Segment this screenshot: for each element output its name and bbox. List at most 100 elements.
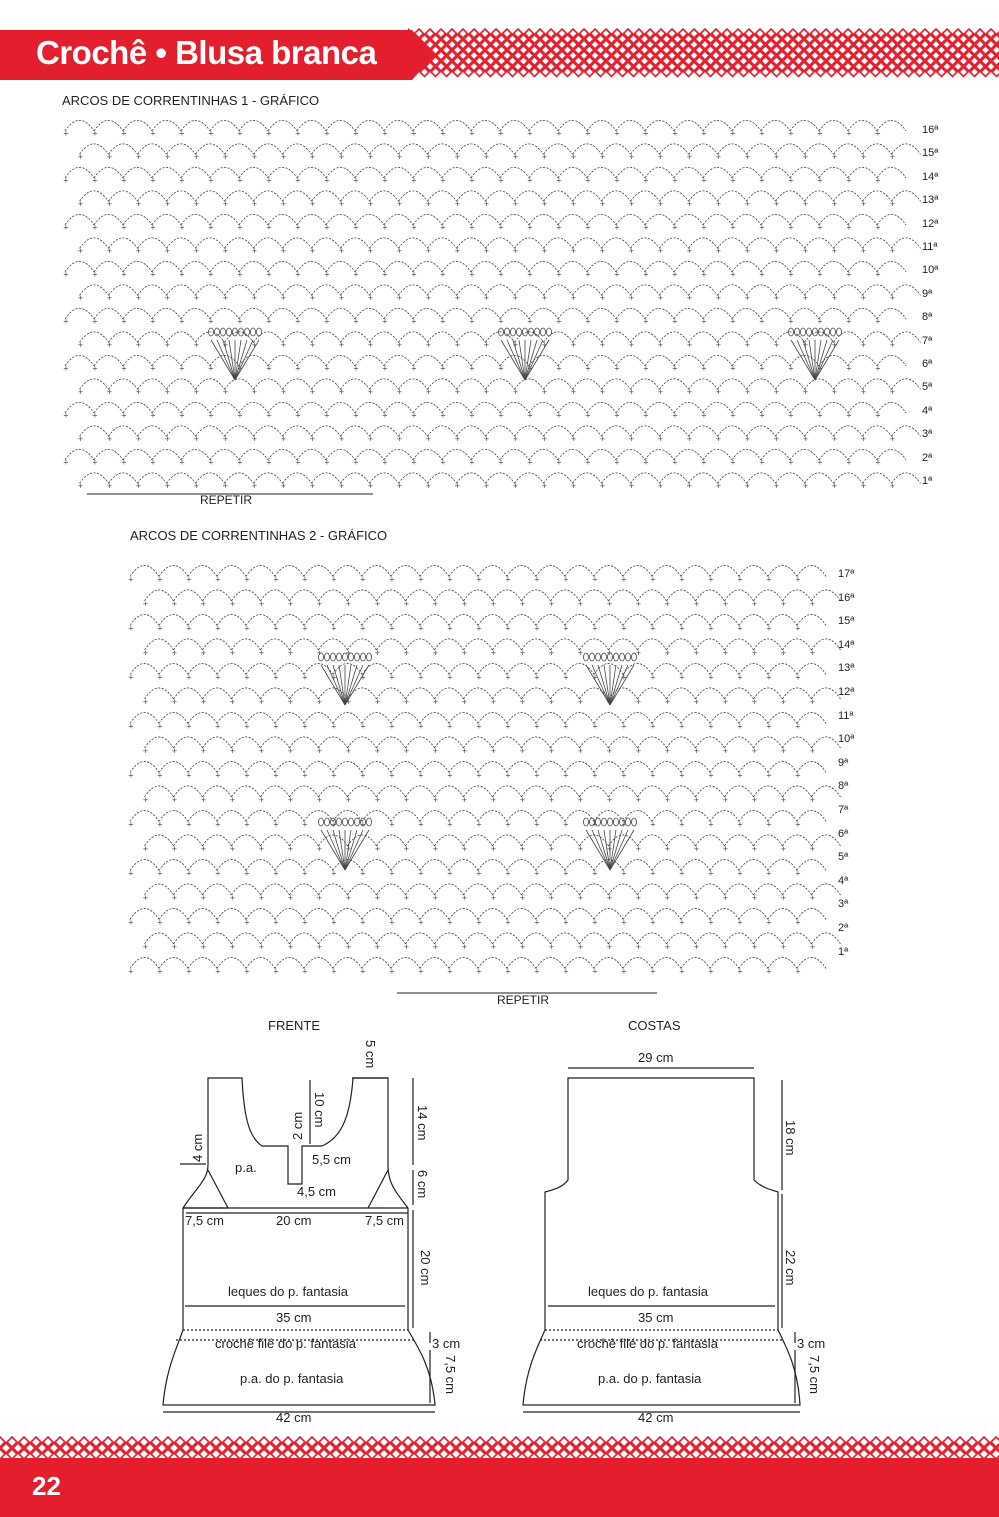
svg-text:+: + (600, 200, 606, 208)
svg-text:+: + (549, 894, 555, 902)
svg-text:+: + (288, 943, 294, 951)
svg-text:+: + (774, 435, 780, 443)
svg-text:+: + (273, 722, 279, 730)
svg-text:+: + (672, 412, 678, 420)
svg-text:+: + (281, 294, 287, 302)
svg-text:+: + (295, 459, 301, 467)
svg-text:+: + (788, 224, 794, 232)
svg-text:+: + (310, 294, 316, 302)
svg-text:+: + (498, 224, 504, 232)
svg-text:+: + (810, 796, 816, 804)
svg-text:+: + (281, 200, 287, 208)
svg-text:+: + (252, 200, 258, 208)
svg-text:+: + (310, 435, 316, 443)
svg-text:+: + (788, 412, 794, 420)
svg-text:+: + (331, 918, 337, 926)
svg-text:+: + (281, 388, 287, 396)
svg-text:+: + (585, 412, 591, 420)
svg-text:+: + (433, 747, 439, 755)
svg-text:+: + (774, 388, 780, 396)
svg-text:+: + (520, 943, 526, 951)
svg-text:+: + (708, 722, 714, 730)
svg-text:+: + (404, 600, 410, 608)
svg-text:+: + (614, 318, 620, 326)
svg-text:+: + (353, 412, 359, 420)
chart1-title: ARCOS DE CORRENTINHAS 1 - GRÁFICO (62, 93, 320, 108)
svg-text:+: + (397, 388, 403, 396)
svg-text:+: + (92, 224, 98, 232)
svg-text:+: + (484, 388, 490, 396)
svg-text:+: + (172, 943, 178, 951)
svg-text:+: + (150, 271, 156, 279)
svg-text:+: + (353, 459, 359, 467)
svg-text:+: + (737, 771, 743, 779)
chart1-row-label: 10ª (922, 264, 939, 277)
svg-text:+: + (679, 673, 685, 681)
svg-text:+: + (803, 388, 809, 396)
svg-text:+: + (150, 412, 156, 420)
svg-text:+: + (795, 673, 801, 681)
svg-text:+: + (418, 869, 424, 877)
svg-text:+: + (469, 177, 475, 185)
svg-text:+: + (397, 153, 403, 161)
svg-text:+: + (890, 247, 896, 255)
svg-text:+: + (549, 649, 555, 657)
svg-text:+: + (426, 200, 432, 208)
svg-text:+: + (179, 459, 185, 467)
svg-text:+: + (614, 177, 620, 185)
svg-text:+: + (128, 869, 134, 877)
svg-text:+: + (600, 388, 606, 396)
svg-text:+: + (440, 177, 446, 185)
svg-text:+: + (520, 894, 526, 902)
svg-text:+: + (223, 247, 229, 255)
chart1-row-label: 1ª (922, 475, 933, 487)
svg-text:+: + (447, 918, 453, 926)
svg-text:+: + (701, 412, 707, 420)
svg-text:+: + (223, 388, 229, 396)
svg-text:+: + (534, 771, 540, 779)
svg-text:+: + (382, 130, 388, 138)
svg-text:+: + (759, 271, 765, 279)
svg-text:+: + (382, 318, 388, 326)
svg-text:+: + (534, 722, 540, 730)
svg-text:+: + (295, 130, 301, 138)
chart1-row-label: 15ª (922, 147, 939, 160)
svg-text:+: + (571, 482, 577, 490)
svg-text:+: + (462, 894, 468, 902)
svg-text:+: + (650, 771, 656, 779)
svg-text:+: + (324, 459, 330, 467)
svg-text:+: + (397, 482, 403, 490)
svg-text:+: + (745, 388, 751, 396)
svg-text:+: + (331, 575, 337, 583)
svg-text:+: + (259, 943, 265, 951)
svg-text:+: + (861, 247, 867, 255)
svg-text:+: + (795, 967, 801, 975)
svg-text:+: + (259, 600, 265, 608)
svg-text:+: + (397, 435, 403, 443)
svg-text:+: + (795, 918, 801, 926)
svg-text:+: + (397, 200, 403, 208)
svg-text:+: + (708, 624, 714, 632)
svg-text:+: + (353, 271, 359, 279)
svg-text:+: + (136, 435, 142, 443)
svg-text:+: + (92, 130, 98, 138)
svg-text:+: + (346, 747, 352, 755)
svg-text:+: + (629, 294, 635, 302)
svg-text:+: + (730, 271, 736, 279)
svg-text:+: + (128, 820, 134, 828)
svg-text:+: + (281, 482, 287, 490)
svg-text:+: + (273, 771, 279, 779)
svg-text:+: + (513, 435, 519, 443)
svg-text:+: + (339, 294, 345, 302)
svg-text:+: + (737, 575, 743, 583)
svg-text:+: + (447, 771, 453, 779)
svg-text:+: + (302, 771, 308, 779)
svg-text:+: + (701, 271, 707, 279)
svg-text:+: + (745, 153, 751, 161)
svg-text:+: + (150, 459, 156, 467)
svg-text:+: + (614, 271, 620, 279)
chart2-row-label: 9ª (838, 756, 849, 769)
svg-text:+: + (571, 200, 577, 208)
svg-text:+: + (237, 412, 243, 420)
svg-text:+: + (244, 771, 250, 779)
